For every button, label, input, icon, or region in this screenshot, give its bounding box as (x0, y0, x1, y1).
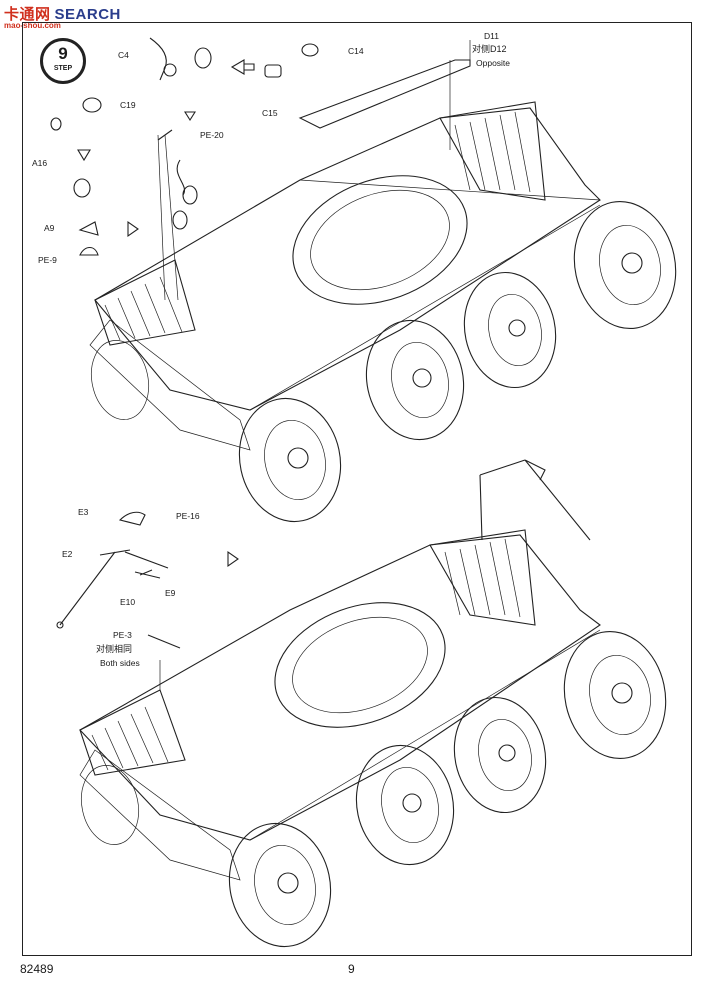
arrow-left-icon (230, 59, 255, 75)
arrow-right-icon (127, 220, 239, 568)
label-d11: D11 (484, 31, 499, 41)
label-e10: E10 (120, 597, 136, 607)
label-a9: A9 (44, 223, 55, 233)
top-vehicle-wheels (91, 200, 677, 523)
label-e3: E3 (78, 507, 89, 517)
step-badge-icon: 9 STEP (40, 38, 86, 84)
label-d12: 对侧D12 (472, 44, 507, 54)
label-a16: A16 (32, 158, 48, 168)
label-pe20: PE-20 (200, 130, 224, 140)
arrow-down-icon (77, 111, 196, 162)
step-number: 9 (58, 44, 68, 63)
bottom-small-parts (56, 511, 181, 690)
page-frame (22, 22, 692, 956)
product-code: 82489 (20, 962, 54, 976)
label-pe3: PE-3 (113, 630, 132, 640)
label-both-sides-cn: 对侧相同 (96, 644, 133, 654)
bottom-vehicle-wheels (81, 630, 667, 948)
label-pe9: PE-9 (38, 255, 57, 265)
bottom-vehicle-hull (79, 459, 601, 881)
watermark-brand: 卡通网 (4, 6, 51, 23)
watermark-search: SEARCH (54, 6, 121, 23)
label-opposite: Opposite (476, 58, 511, 68)
step-label: STEP (53, 65, 73, 72)
watermark-domain: mao-shou.com (4, 21, 61, 30)
label-c4: C4 (118, 50, 129, 60)
label-e2: E2 (62, 549, 73, 559)
page-number: 9 (348, 962, 355, 976)
label-pe16: PE-16 (176, 511, 200, 521)
top-small-parts (50, 37, 319, 256)
label-c19: C19 (120, 100, 136, 110)
top-vehicle-hull (89, 59, 601, 451)
label-both-sides-en: Both sides (100, 658, 140, 668)
label-c14: C14 (348, 46, 364, 56)
label-e9: E9 (165, 588, 176, 598)
label-c15: C15 (262, 108, 278, 118)
